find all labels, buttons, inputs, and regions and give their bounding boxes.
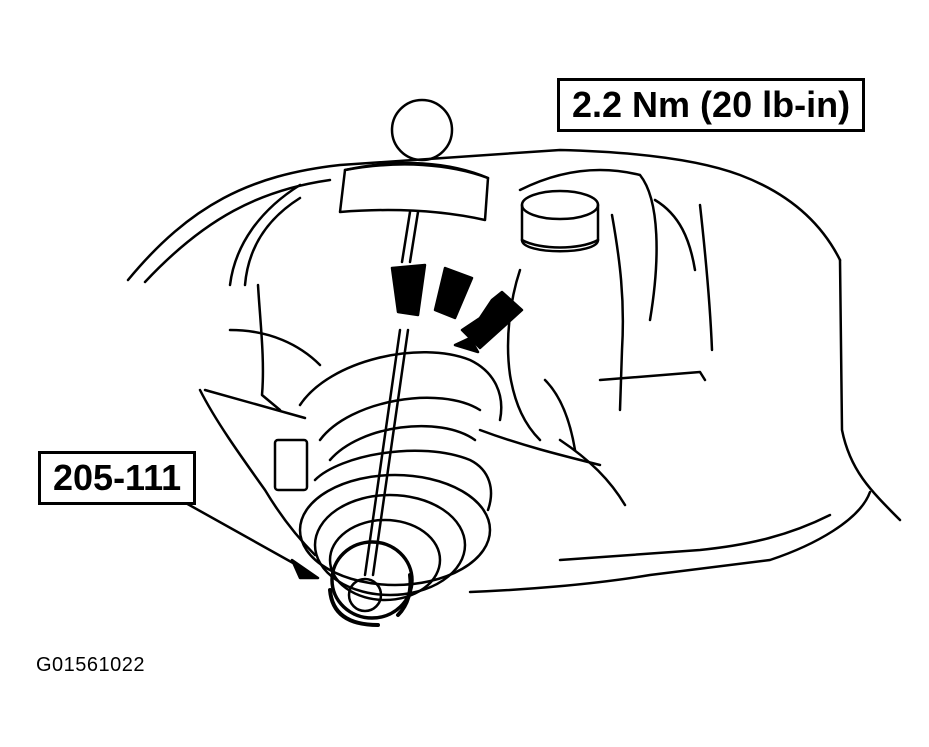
torque-wrench xyxy=(338,98,490,577)
pinion-boss xyxy=(520,189,600,253)
torque-spec-label: 2.2 Nm (20 lb-in) xyxy=(557,78,866,132)
figure-id: G01561022 xyxy=(36,654,146,676)
clockwise-arrows-icon xyxy=(390,263,524,354)
pinion-flange xyxy=(273,350,503,627)
tool-number-label: 205-111 xyxy=(38,451,197,505)
leader-arrow-icon xyxy=(173,495,320,580)
housing-outline xyxy=(126,148,902,594)
carrier-castings xyxy=(228,168,714,507)
